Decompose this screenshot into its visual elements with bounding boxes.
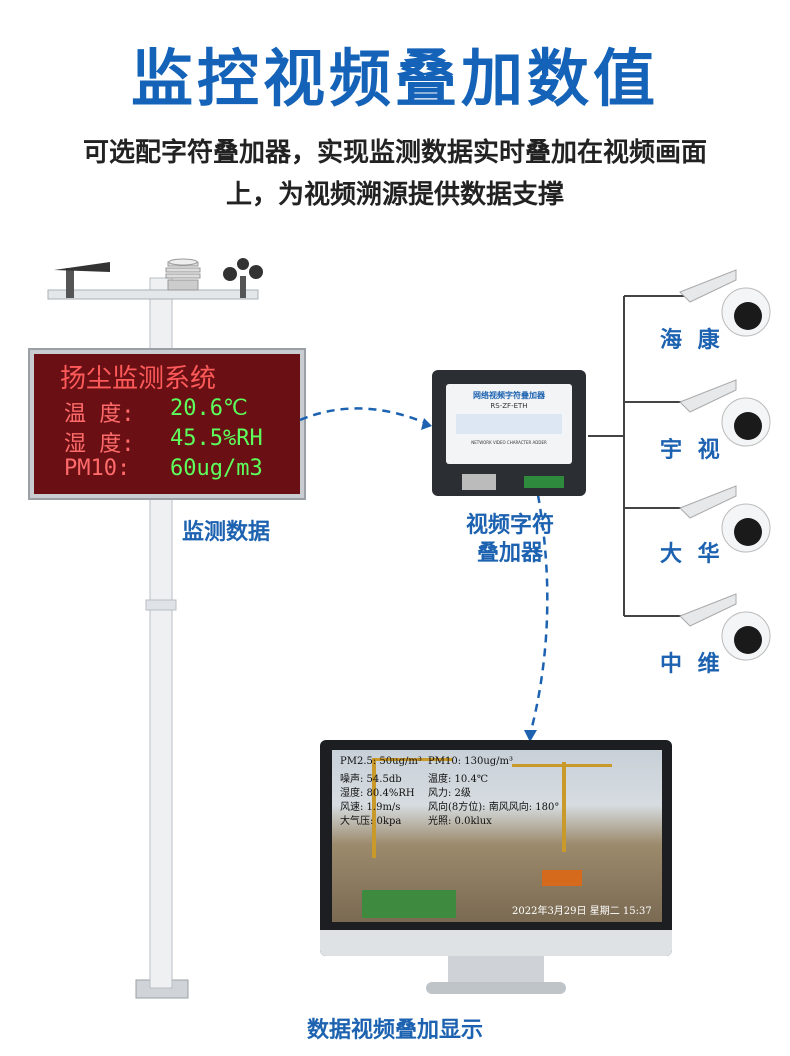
monitor-stand <box>426 982 566 994</box>
led-value: 45.5%RH <box>170 426 263 451</box>
led-value: 60ug/m3 <box>170 456 263 481</box>
camera-label-hikvision: 海 康 <box>660 328 724 353</box>
device-sub-caption: NETWORK VIDEO CHARACTER ADDER <box>471 440 547 445</box>
camera-label-jovision: 中 维 <box>660 652 724 677</box>
video-character-overlay-device: 网络视频字符叠加器 RS-ZF-ETH NETWORK VIDEO CHARAC… <box>432 370 586 496</box>
led-display-board: 扬尘监测系统 温 度: 20.6℃ 湿 度: 45.5%RH PM10: 60u… <box>30 350 304 498</box>
led-label: PM10: <box>64 456 131 481</box>
overlay-right-5: 光照: 0.0klux <box>428 816 492 827</box>
overlay-right-2: 温度: 10.4℃ <box>428 774 488 785</box>
overlay-right-4: 风向(8方位): 南风风向: 180° <box>428 802 560 813</box>
crane-icon <box>372 758 376 858</box>
overlay-device-label-line1: 视频字符 <box>465 513 554 538</box>
device-brand: 网络视频字符叠加器 <box>473 391 545 400</box>
monitor-screen: PM2.5: 50ug/m³ 噪声: 54.5db 湿度: 80.4%RH 风速… <box>332 750 662 922</box>
truck-icon <box>362 890 456 918</box>
overlay-right-1: PM10: 130ug/m³ <box>428 756 514 767</box>
overlay-device-label: 视频字符 叠加器 <box>420 512 600 568</box>
led-title: 扬尘监测系统 <box>60 364 217 394</box>
dome-camera-1 <box>676 262 776 342</box>
device-model: RS-ZF-ETH <box>490 402 528 410</box>
overlay-right-3: 风力: 2级 <box>428 788 471 799</box>
device-diagram <box>456 414 562 434</box>
dome-camera-4 <box>676 586 776 666</box>
terminal-block-icon <box>524 476 564 488</box>
dome-camera-icon <box>679 485 771 553</box>
overlay-left-5: 大气压: 0kpa <box>340 816 402 827</box>
led-label: 温 度: <box>64 402 135 427</box>
overlay-timestamp: 2022年3月29日 星期二 15:37 <box>512 906 652 917</box>
ethernet-port-icon <box>462 474 496 490</box>
dome-camera-icon <box>679 269 771 337</box>
overlay-device-label-line2: 叠加器 <box>476 541 543 566</box>
dome-camera-icon <box>679 593 771 661</box>
anemometer-icon <box>223 258 263 298</box>
monitor-chin <box>320 930 672 956</box>
crane-icon <box>562 762 566 852</box>
overlay-left-2: 噪声: 54.5db <box>340 774 402 785</box>
monitor-neck <box>448 956 544 982</box>
subtitle-line-1: 可选配字符叠加器，实现监测数据实时叠加在视频画面 <box>82 138 707 168</box>
led-label: 湿 度: <box>64 432 135 457</box>
monitoring-data-label: 监测数据 <box>182 520 271 545</box>
overlay-left-1: PM2.5: 50ug/m³ <box>340 756 422 767</box>
led-value: 20.6℃ <box>170 396 248 421</box>
camera-label-dahua: 大 华 <box>660 542 724 567</box>
device-front-panel: 网络视频字符叠加器 RS-ZF-ETH NETWORK VIDEO CHARAC… <box>446 384 572 464</box>
display-caption: 数据视频叠加显示 <box>306 1018 483 1043</box>
subtitle-line-2: 上，为视频溯源提供数据支撑 <box>225 180 564 210</box>
dome-camera-icon <box>679 379 771 447</box>
louver-sensor-icon <box>165 258 201 291</box>
overlay-left-3: 湿度: 80.4%RH <box>340 788 415 799</box>
excavator-icon <box>542 870 582 886</box>
page-subtitle: 可选配字符叠加器，实现监测数据实时叠加在视频画面 上，为视频溯源提供数据支撑 <box>20 132 770 216</box>
overlay-left-4: 风速: 1.9m/s <box>340 802 401 813</box>
page-title: 监控视频叠加数值 <box>130 42 659 115</box>
camera-label-uniview: 宇 视 <box>660 438 724 463</box>
dome-camera-3 <box>676 478 776 558</box>
dome-camera-2 <box>676 372 776 452</box>
